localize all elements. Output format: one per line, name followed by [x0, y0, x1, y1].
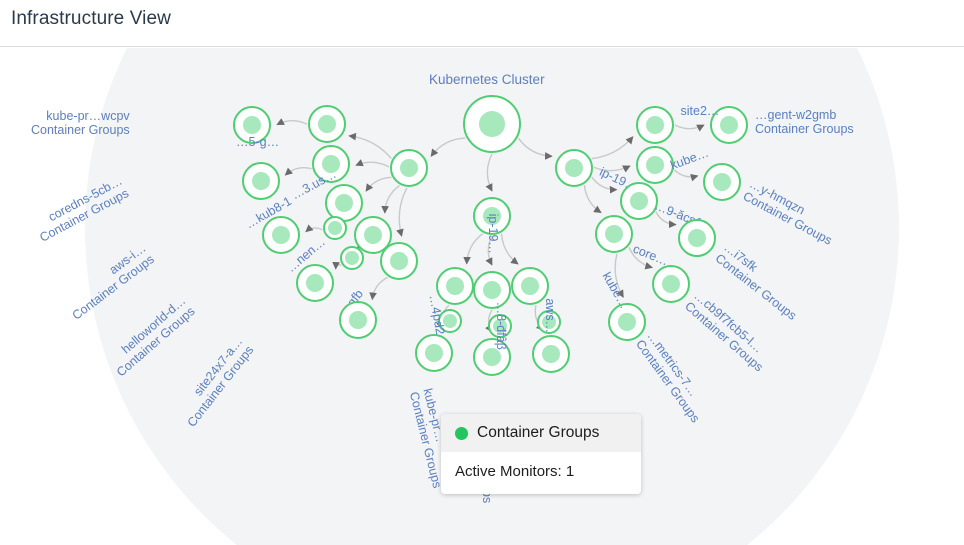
- topology-node[interactable]: [296, 264, 334, 302]
- topology-node[interactable]: [473, 271, 511, 309]
- node-status-core: [349, 311, 367, 329]
- topology-node[interactable]: [473, 338, 511, 376]
- node-status-core: [252, 172, 270, 190]
- node-status-core: [335, 194, 353, 212]
- node-status-core: [364, 226, 382, 244]
- topology-node[interactable]: [323, 216, 347, 240]
- topology-node[interactable]: [339, 301, 377, 339]
- node-tooltip: Container Groups Active Monitors: 1: [441, 414, 641, 494]
- node-status-core: [306, 274, 324, 292]
- topology-node[interactable]: [595, 215, 633, 253]
- topology-node[interactable]: [438, 309, 462, 333]
- topology-node[interactable]: [511, 267, 549, 305]
- node-status-core: [345, 251, 359, 265]
- node-status-core: [662, 275, 680, 293]
- node-status-core: [688, 229, 706, 247]
- topology-node[interactable]: [537, 310, 561, 334]
- node-status-core: [328, 221, 342, 235]
- node-status-core: [630, 192, 648, 210]
- tooltip-body: Active Monitors: 1: [441, 452, 641, 494]
- tooltip-title: Container Groups: [477, 424, 600, 441]
- node-status-core: [243, 116, 261, 134]
- page-title: Infrastructure View: [11, 8, 171, 29]
- topology-node[interactable]: [703, 163, 741, 201]
- topology-node[interactable]: [312, 145, 350, 183]
- node-status-core: [425, 344, 443, 362]
- node-status-core: [483, 281, 501, 299]
- node-status-core: [479, 111, 505, 137]
- topology-node[interactable]: [233, 106, 271, 144]
- node-status-core: [646, 156, 664, 174]
- status-dot-icon: [455, 426, 468, 440]
- topology-node[interactable]: [390, 149, 428, 187]
- topology-node[interactable]: [242, 162, 280, 200]
- topology-node[interactable]: [473, 197, 511, 235]
- topology-node[interactable]: [532, 335, 570, 373]
- topology-root-node[interactable]: [463, 95, 521, 153]
- node-status-core: [542, 315, 556, 329]
- node-status-core: [400, 159, 418, 177]
- page-header: Infrastructure View: [0, 0, 964, 47]
- topology-node[interactable]: [608, 303, 646, 341]
- topology-node[interactable]: [636, 146, 674, 184]
- topology-node[interactable]: [262, 216, 300, 254]
- topology-node[interactable]: [636, 106, 674, 144]
- topology-node[interactable]: [436, 267, 474, 305]
- topology-node[interactable]: [415, 334, 453, 372]
- node-status-core: [646, 116, 664, 134]
- node-status-core: [618, 313, 636, 331]
- node-status-core: [483, 348, 501, 366]
- node-status-core: [565, 159, 583, 177]
- topology-node[interactable]: [555, 149, 593, 187]
- node-status-core: [318, 115, 336, 133]
- topology-node[interactable]: [488, 314, 512, 338]
- topology-node[interactable]: [325, 184, 363, 222]
- topology-node[interactable]: [340, 246, 364, 270]
- topology-node[interactable]: [678, 219, 716, 257]
- node-status-core: [322, 155, 340, 173]
- node-status-core: [720, 116, 738, 134]
- tooltip-header: Container Groups: [441, 414, 641, 452]
- topology-node[interactable]: [380, 242, 418, 280]
- node-status-core: [542, 345, 560, 363]
- node-status-core: [446, 277, 464, 295]
- node-status-core: [443, 314, 457, 328]
- root-node-label: Kubernetes Cluster: [429, 72, 545, 87]
- node-status-core: [493, 319, 507, 333]
- node-status-core: [272, 226, 290, 244]
- tooltip-metric: Active Monitors: 1: [455, 463, 575, 480]
- node-status-core: [713, 173, 731, 191]
- topology-node[interactable]: [620, 182, 658, 220]
- node-status-core: [390, 252, 408, 270]
- node-status-core: [605, 225, 623, 243]
- topology-node[interactable]: [652, 265, 690, 303]
- node-status-core: [483, 207, 501, 225]
- topology-node[interactable]: [710, 106, 748, 144]
- node-status-core: [521, 277, 539, 295]
- topology-node[interactable]: [308, 105, 346, 143]
